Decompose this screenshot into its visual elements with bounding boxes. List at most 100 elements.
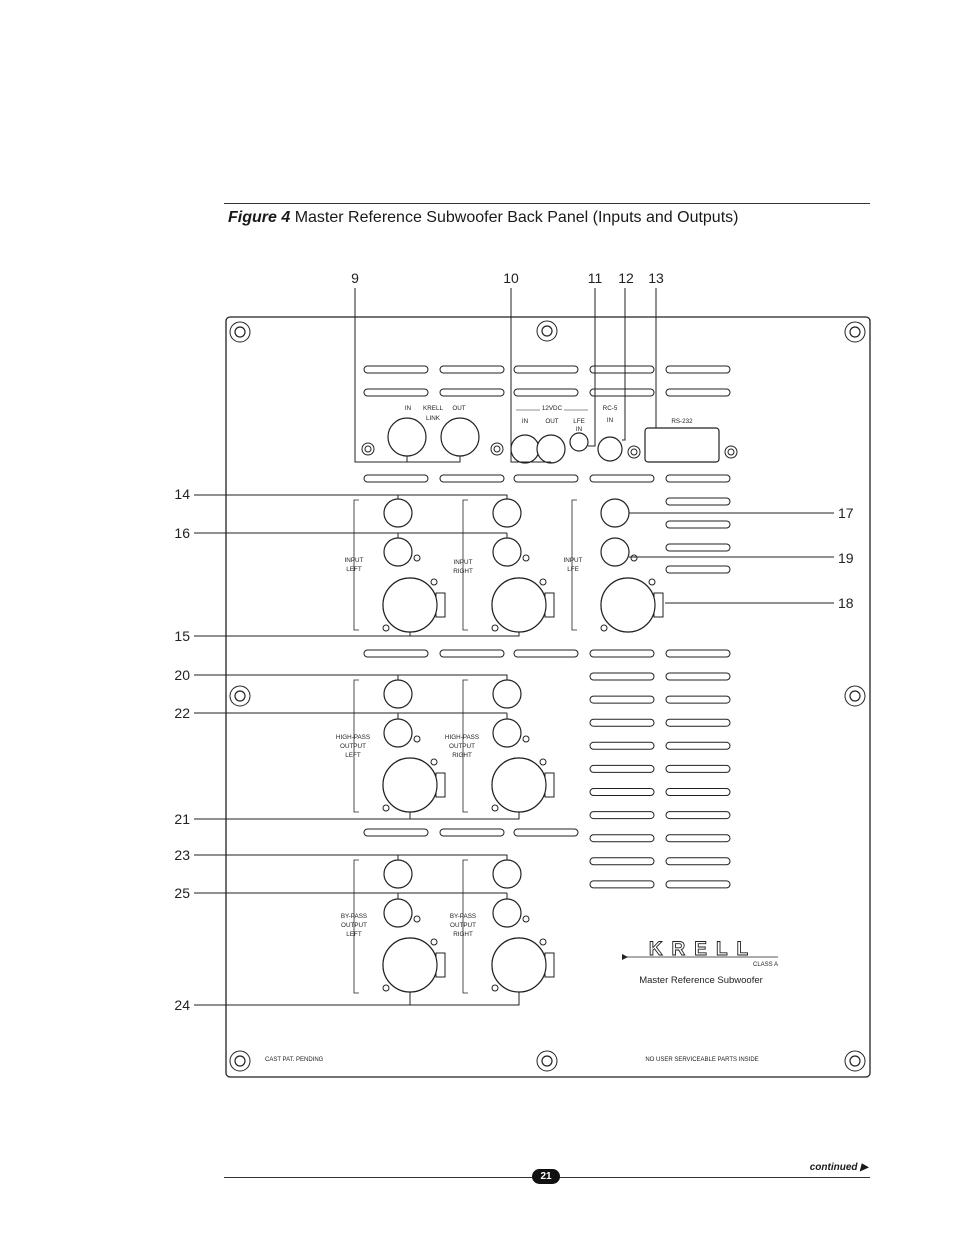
callout-17: 17 xyxy=(838,505,854,521)
callout-14: 14 xyxy=(174,486,190,502)
xlr-connector-face xyxy=(600,577,656,633)
xlr-pin-dot xyxy=(522,554,530,562)
rca-jack xyxy=(383,859,413,889)
vent-slot xyxy=(665,365,731,374)
vent-slot xyxy=(665,672,731,681)
lfe-in-jack xyxy=(569,432,589,452)
group-bracket xyxy=(462,679,468,813)
vent-slot xyxy=(665,649,731,658)
vent-slot xyxy=(665,718,731,727)
xlr-pin-dot xyxy=(539,578,547,586)
rca-jack xyxy=(492,898,522,928)
warning-label: NO USER SERVICEABLE PARTS INSIDE xyxy=(645,1057,758,1063)
callout-25: 25 xyxy=(174,885,190,901)
hp-right-label-2: RIGHT xyxy=(452,752,472,759)
vent-slot xyxy=(589,741,655,750)
vent-slot xyxy=(589,672,655,681)
page-number: 21 xyxy=(532,1169,560,1184)
mount-screw-center xyxy=(630,448,638,456)
callout-21: 21 xyxy=(174,811,190,827)
xlr-pin-dot xyxy=(491,804,499,812)
vent-slot xyxy=(589,857,655,866)
xlr-pin-dot xyxy=(430,578,438,586)
rca-jack xyxy=(510,434,540,464)
screw-inner xyxy=(234,690,246,702)
xlr-connector-face xyxy=(382,577,438,633)
rca-jack xyxy=(600,537,630,567)
hp-left-label-1: OUTPUT xyxy=(340,743,366,750)
rca-jack xyxy=(383,537,413,567)
vent-slot xyxy=(439,474,505,483)
xlr-pin-dot xyxy=(430,758,438,766)
callout-10: 10 xyxy=(503,270,519,286)
rs232-port xyxy=(644,427,720,463)
leader-15 xyxy=(194,632,520,637)
vent-slot xyxy=(439,365,505,374)
dc12-title-label: 12VDC xyxy=(542,405,563,412)
callout-15: 15 xyxy=(174,628,190,644)
vent-slot xyxy=(589,388,655,397)
rc5-label-1: RC-5 xyxy=(603,405,618,412)
callout-13: 13 xyxy=(648,270,664,286)
input-left-label-1: LEFT xyxy=(346,566,362,573)
figure-label: Figure 4 xyxy=(228,209,291,226)
rc5-label-2: IN xyxy=(607,417,614,424)
vent-slot xyxy=(589,764,655,773)
xlr-connector-face xyxy=(491,577,547,633)
xlr-pin-dot xyxy=(491,624,499,632)
input-right-label-0: INPUT xyxy=(454,559,473,566)
vent-slot xyxy=(665,811,731,820)
leader-10 xyxy=(510,288,551,463)
vent-slot xyxy=(589,834,655,843)
rca-jack xyxy=(492,859,522,889)
xlr-pin-dot xyxy=(413,735,421,743)
dc12-out-label: OUT xyxy=(545,418,558,425)
vent-slot xyxy=(665,764,731,773)
group-bracket xyxy=(353,859,359,994)
callout-lines xyxy=(194,288,834,1006)
krell-link-in-label: IN xyxy=(405,405,412,412)
callout-12: 12 xyxy=(618,270,634,286)
vent-slot xyxy=(513,828,579,837)
group-bracket xyxy=(353,499,359,631)
hp-left-label-2: LEFT xyxy=(345,752,361,759)
krell-logo: KRELL xyxy=(649,939,757,960)
vent-slot xyxy=(665,497,731,506)
hp-left-label-0: HIGH-PASS xyxy=(336,734,370,741)
screw-inner xyxy=(541,325,553,337)
xlr-pin-dot xyxy=(522,735,530,743)
vent-slot xyxy=(589,695,655,704)
mount-screw-center xyxy=(493,445,501,453)
rc5-in-jack xyxy=(597,436,623,462)
group-bracket xyxy=(462,499,468,631)
xlr-pin-dot xyxy=(413,554,421,562)
callout-23: 23 xyxy=(174,847,190,863)
model-label: Master Reference Subwoofer xyxy=(639,975,763,986)
vent-slot xyxy=(665,565,731,574)
xlr-pin-dot xyxy=(539,938,547,946)
figure-caption: Figure 4 Master Reference Subwoofer Back… xyxy=(228,209,738,227)
input-lfe-label-1: LFE xyxy=(567,566,579,573)
callout-16: 16 xyxy=(174,525,190,541)
screw-inner xyxy=(849,326,861,338)
bp-left-label-0: BY-PASS xyxy=(341,913,367,920)
vent-slot xyxy=(513,474,579,483)
class-a-label: CLASS A xyxy=(753,962,778,968)
group-bracket xyxy=(462,859,468,994)
lfe-rca-top xyxy=(600,498,630,528)
rca-jack xyxy=(383,498,413,528)
group-bracket xyxy=(353,679,359,813)
top-rule xyxy=(224,203,870,204)
rca-jack xyxy=(383,718,413,748)
bp-right-label-1: OUTPUT xyxy=(450,922,476,929)
xlr-connector-face xyxy=(491,757,547,813)
xlr-pin-dot xyxy=(648,578,656,586)
callout-19: 19 xyxy=(838,550,854,566)
vent-slot xyxy=(589,718,655,727)
lfe-in-label-2: IN xyxy=(576,426,583,433)
xlr-connector-face xyxy=(491,937,547,993)
leader-11 xyxy=(588,288,596,447)
xlr-pin-dot xyxy=(630,554,638,562)
panel xyxy=(225,316,871,1078)
